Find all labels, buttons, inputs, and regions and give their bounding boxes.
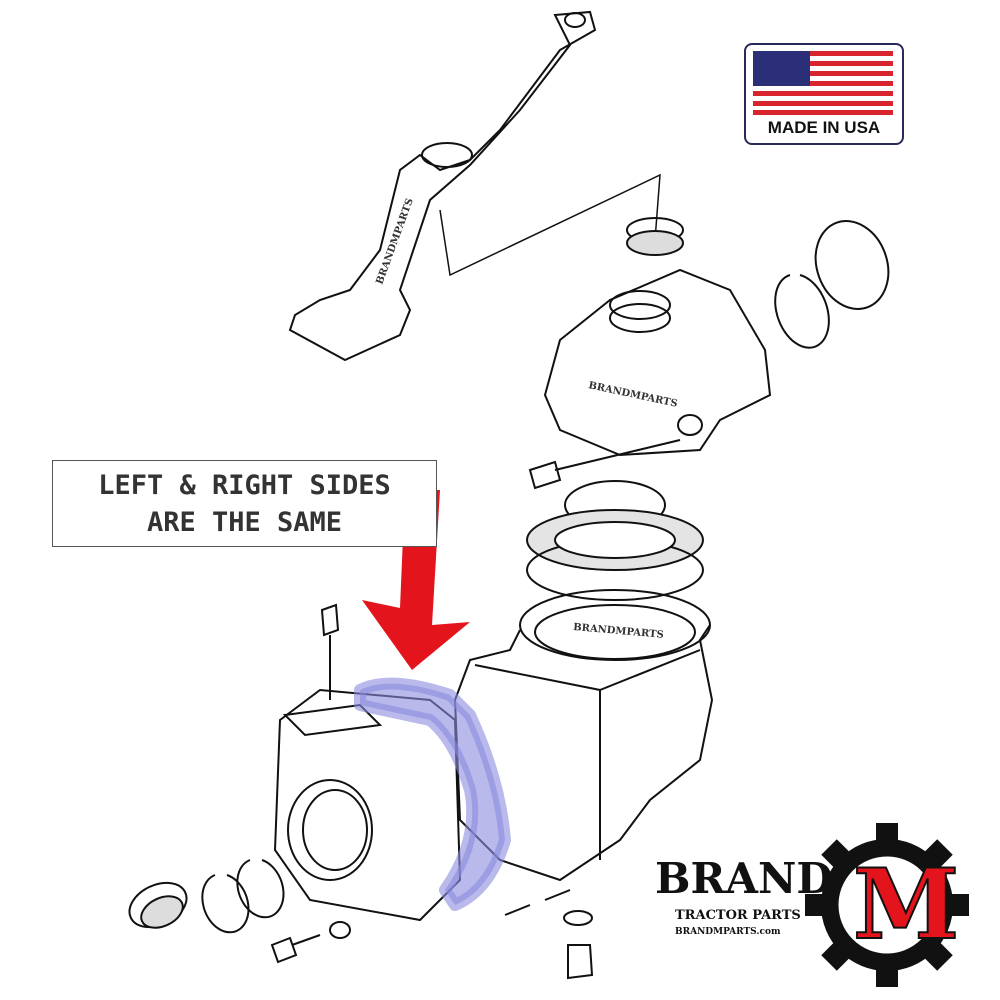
gear-icon [805,823,969,987]
made-in-usa-badge: MADE IN USA [744,43,904,145]
oil-seal-part [626,217,684,256]
logo-brand-text: BRAND [655,854,833,903]
watermark-text: BRANDMPARTS [587,380,678,410]
circlip-part [201,874,250,934]
upper-housing-part: BRANDMPARTS [543,268,772,457]
washer-part [329,921,351,939]
bolt-part [528,439,681,490]
brandm-logo: BRAND M TRACTOR PARTS BRANDMPARTS.com [655,820,975,990]
pin-part [320,603,340,700]
logo-tagline: TRACTOR PARTS [675,908,801,923]
red-arrow-icon [362,490,470,670]
front-seal-part [128,881,188,929]
logo-url: BRANDMPARTS.com [675,927,781,937]
callout-line-2: ARE THE SAME [146,507,343,538]
us-flag-icon [753,51,893,115]
steering-arm-part: BRANDMPARTS [288,10,597,362]
watermark-text: BRANDMPARTS [374,197,415,286]
watermark-text: BRANDMPARTS [573,622,664,641]
logo-m-letter: M [852,848,960,961]
callout-line-1: LEFT & RIGHT SIDES [98,470,391,501]
badge-caption: MADE IN USA [767,118,881,137]
bearing-part [526,509,704,601]
bolt-part [270,934,321,964]
o-ring-part [814,220,890,310]
drain-plug-part [567,944,594,980]
o-ring-part [563,910,593,926]
callout-box: LEFT & RIGHT SIDES ARE THE SAME [52,460,437,547]
circlip-part [236,859,285,919]
snap-ring-part [774,274,830,349]
dowel-part [504,889,571,916]
gasket-highlight [354,677,511,911]
